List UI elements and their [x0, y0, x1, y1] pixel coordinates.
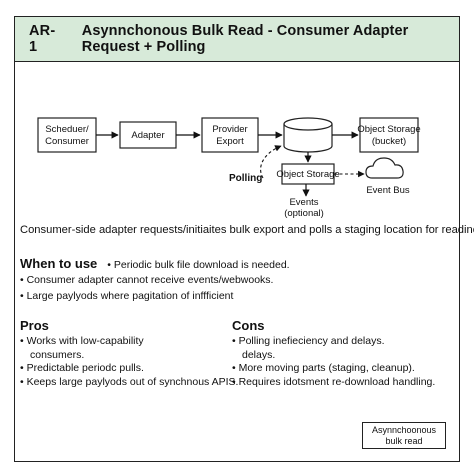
tag-line1: Asynnchoonous — [371, 425, 437, 435]
pros-title: Pros — [20, 318, 49, 333]
when-to-use-lead-item: • Periodic bulk file download is needed. — [107, 259, 290, 271]
list-item-continuation: consumers. — [30, 348, 85, 361]
when-to-use-list: Consumer adapter cannot receive events/w… — [20, 273, 450, 304]
list-item: Keeps large paylyods out of synchnous AP… — [20, 376, 239, 390]
pros-list: Works with low-capability consumers. Pre… — [20, 335, 239, 390]
list-item: Requires idotsment re-download handling. — [232, 376, 462, 390]
pattern-tag: Asynnchoonous bulk read — [362, 422, 446, 449]
pros-section: Pros Works with low-capability consumers… — [20, 318, 239, 390]
cons-list: Polling inefieciency and delays. delays.… — [232, 335, 462, 389]
object-storage-label: Object Storage — [276, 169, 339, 180]
polling-label: Polling — [229, 173, 262, 184]
scheduler-consumer-node: Scheduer/ Consumer — [37, 117, 97, 153]
adapter-node: Adapter — [119, 121, 177, 149]
scheduler-label-line2: Consumer — [45, 136, 89, 147]
cons-section: Cons Polling inefieciency and delays. de… — [232, 318, 462, 389]
bucket-label-line1: Object Storage — [357, 124, 420, 135]
provider-export-node: Provider Export — [201, 117, 259, 153]
pattern-title: Asynnchonous Bulk Read - Consumer Adapte… — [81, 23, 409, 55]
events-label-line1: Events — [289, 197, 318, 208]
scheduler-label-line1: Scheduer/ — [45, 124, 89, 135]
list-item: Consumer adapter cannot receive events/w… — [20, 273, 450, 289]
provider-label-line1: Provider — [212, 124, 247, 135]
list-item-continuation: delays. — [242, 348, 276, 361]
when-to-use-section: When to use • Periodic bulk file downloa… — [20, 256, 450, 304]
list-item: Works with low-capability — [20, 335, 235, 349]
staging-storage-cylinder-icon — [283, 117, 333, 153]
list-item: Polling inefieciency and delays. — [232, 335, 462, 349]
pattern-id: AR-1 — [29, 23, 56, 55]
list-item: Large paylyods where pagitation of infff… — [20, 289, 450, 305]
bucket-label-line2: (bucket) — [372, 136, 406, 147]
list-item: More moving parts (staging, cleanup). — [232, 362, 462, 376]
card-header: AR-1 Asynnchonous Bulk Read - Consumer A… — [15, 17, 459, 62]
pattern-description: Consumer-side adapter requests/initiaite… — [20, 224, 474, 236]
tag-line2: bulk read — [385, 436, 423, 446]
adapter-label: Adapter — [131, 130, 164, 141]
polling-arrow — [260, 145, 282, 179]
object-storage-node: Object Storage — [276, 163, 340, 185]
pattern-card: AR-1 Asynnchonous Bulk Read - Consumer A… — [14, 16, 460, 462]
events-label-line2: (optional) — [284, 208, 324, 219]
event-bus-cloud-icon — [365, 157, 404, 179]
object-storage-bucket-node: Object Storage (bucket) — [357, 117, 421, 153]
provider-label-line2: Export — [216, 136, 244, 147]
list-item: Predictable periodc pulls. — [20, 362, 235, 376]
event-bus-label: Event Bus — [366, 185, 410, 196]
when-to-use-title: When to use — [20, 256, 98, 271]
cons-title: Cons — [232, 318, 265, 333]
